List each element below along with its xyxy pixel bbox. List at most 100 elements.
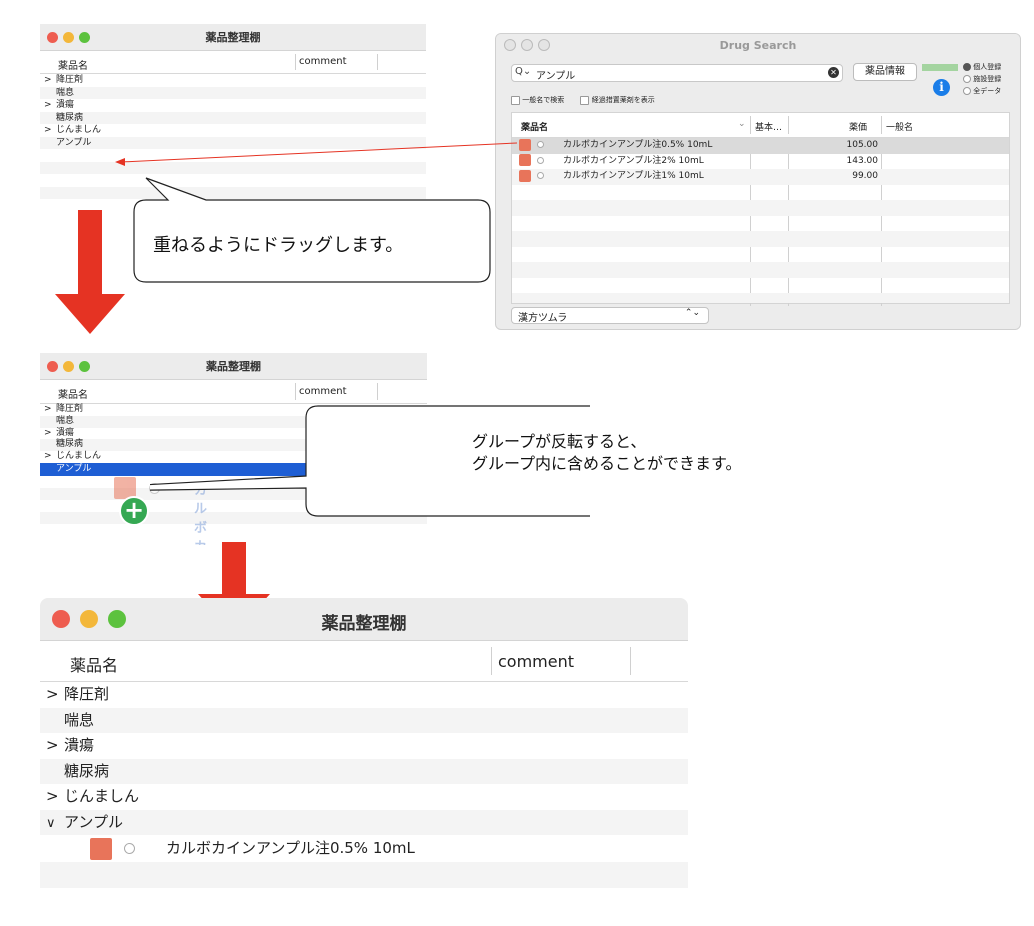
radio-facility[interactable]: 施設登録 — [963, 73, 1001, 85]
table-row[interactable]: カルボカインアンプル注0.5% 10mL 105.00 — [512, 138, 1009, 154]
title-bar: 薬品整理棚 — [40, 353, 427, 380]
window-title: 薬品整理棚 — [206, 360, 261, 373]
column-header-comment[interactable]: comment — [299, 56, 347, 67]
title-bar: 薬品整理棚 — [40, 24, 426, 51]
column-header-name[interactable]: 薬品名 — [521, 123, 549, 133]
drug-search-window: Drug Search Q⌄ アンプル ✕ 薬品情報 i 個人登録 施設登録 全… — [495, 33, 1021, 330]
window-title: Drug Search — [719, 39, 797, 52]
column-header-price[interactable]: 薬価 — [849, 123, 868, 133]
table-header: 薬品名 comment — [40, 51, 426, 74]
window-title: 薬品整理棚 — [205, 31, 261, 44]
checkbox-transitional[interactable]: 経過措置薬剤を表示 — [580, 95, 655, 105]
radio-all-data[interactable]: 全データ — [963, 85, 1001, 97]
drug-square-icon[interactable] — [519, 169, 531, 182]
radio-circle-icon[interactable] — [536, 172, 544, 179]
group-label: じんましん — [56, 451, 102, 462]
chevron-right-icon[interactable]: > — [44, 451, 52, 462]
column-header-comment[interactable]: comment — [299, 386, 347, 397]
chevron-right-icon[interactable]: > — [46, 787, 59, 805]
close-button[interactable] — [52, 610, 70, 628]
drug-info-button[interactable]: 薬品情報 — [853, 63, 917, 81]
group-label: 糖尿病 — [56, 112, 84, 123]
table-row[interactable]: カルボカインアンプル注2% 10mL 143.00 — [512, 154, 1009, 170]
chevron-right-icon[interactable]: > — [46, 685, 59, 703]
group-label: 降圧剤 — [56, 404, 84, 414]
clear-search-icon[interactable]: ✕ — [828, 67, 839, 78]
search-field[interactable]: Q⌄ アンプル ✕ — [511, 64, 843, 82]
list-item[interactable]: 糖尿病 — [40, 758, 688, 784]
column-header-name[interactable]: 薬品名 — [58, 390, 88, 401]
zoom-button[interactable] — [108, 610, 126, 628]
chevron-down-icon[interactable]: ⌄ — [738, 119, 746, 129]
chevron-right-icon[interactable]: > — [44, 100, 52, 110]
table-header: 薬品名 ⌄ 基本… 薬価 一般名 — [512, 113, 1009, 138]
chevron-down-icon[interactable]: ∨ — [46, 815, 56, 831]
chevron-right-icon[interactable]: > — [44, 75, 52, 85]
radio-circle-icon[interactable] — [123, 843, 135, 854]
drug-square-icon[interactable] — [519, 154, 531, 166]
group-label: 喘息 — [56, 415, 75, 426]
close-button[interactable] — [47, 360, 58, 372]
zoom-button[interactable] — [79, 31, 90, 43]
child-list-item[interactable]: カルボカインアンプル注0.5% 10mL — [40, 835, 688, 862]
options-row: 一般名で検索 経過措置薬剤を表示 — [511, 95, 655, 105]
scope-radio-group: 個人登録 施設登録 全データ — [963, 61, 1001, 97]
category-select[interactable]: 漢方ツムラ ⌃⌄ — [511, 307, 709, 324]
column-header-name[interactable]: 薬品名 — [58, 61, 88, 72]
shelf-list: >降圧剤 喘息 >潰瘍 糖尿病 >じんましん ∨アンプル カルボカインアンプル注… — [40, 682, 688, 913]
callout-text-invert: グループが反転すると、 グループ内に含めることができます。 — [472, 431, 741, 475]
drug-square-icon[interactable] — [519, 138, 531, 151]
zoom-button[interactable] — [538, 39, 550, 51]
status-indicator — [922, 64, 958, 71]
drug-price: 105.00 — [846, 140, 879, 150]
list-item[interactable]: > じんましん — [40, 451, 427, 463]
drug-name: カルボカインアンプル注0.5% 10mL — [563, 140, 713, 150]
zoom-button[interactable] — [79, 360, 90, 372]
list-item-expanded[interactable]: ∨アンプル — [40, 809, 688, 835]
chevron-right-icon[interactable]: > — [44, 125, 52, 135]
down-arrow-1 — [55, 210, 125, 334]
list-item[interactable]: >じんましん — [40, 784, 688, 810]
radio-circle-icon[interactable] — [536, 141, 544, 148]
title-bar: Drug Search — [496, 34, 1020, 56]
list-item[interactable]: >降圧剤 — [40, 682, 688, 708]
list-item[interactable]: >潰瘍 — [40, 428, 427, 440]
radio-personal[interactable]: 個人登録 — [963, 61, 1001, 73]
chevron-right-icon[interactable]: > — [44, 427, 52, 438]
close-button[interactable] — [504, 39, 516, 51]
drug-square-icon[interactable] — [90, 837, 112, 860]
minimize-button[interactable] — [63, 31, 74, 43]
list-item[interactable]: >じんましん — [40, 124, 426, 137]
search-input[interactable]: アンプル — [536, 71, 576, 82]
drug-name: カルボカインアンプル注2% 10mL — [563, 155, 704, 166]
list-item[interactable]: 糖尿病 — [40, 111, 426, 124]
close-button[interactable] — [47, 31, 58, 43]
table-row[interactable]: カルボカインアンプル注1% 10mL 99.00 — [512, 169, 1009, 185]
minimize-button[interactable] — [80, 610, 98, 628]
column-header-basic[interactable]: 基本… — [755, 123, 783, 133]
chevron-right-icon[interactable]: > — [46, 736, 59, 754]
list-item[interactable]: >潰瘍 — [40, 99, 426, 112]
list-item[interactable]: 糖尿病 — [40, 439, 427, 452]
list-item[interactable]: 喘息 — [40, 415, 427, 428]
column-header-comment[interactable]: comment — [498, 652, 575, 671]
drug-square-icon — [114, 477, 136, 499]
group-label: 糖尿病 — [64, 761, 110, 780]
table-header: 薬品名 comment — [40, 641, 688, 682]
search-icon[interactable]: Q⌄ — [515, 66, 532, 77]
column-header-generic[interactable]: 一般名 — [886, 123, 914, 133]
info-icon[interactable]: i — [933, 79, 950, 96]
chevron-right-icon[interactable]: > — [44, 404, 52, 414]
list-item[interactable]: 喘息 — [40, 86, 426, 99]
list-item[interactable]: > 降圧剤 — [40, 404, 427, 416]
shelf-window-3: 薬品整理棚 薬品名 comment >降圧剤 喘息 >潰瘍 糖尿病 >じんましん… — [40, 598, 688, 916]
column-header-name[interactable]: 薬品名 — [70, 656, 119, 675]
list-item[interactable]: >潰瘍 — [40, 733, 688, 759]
checkbox-generic-search[interactable]: 一般名で検索 — [511, 95, 564, 105]
list-item[interactable]: 喘息 — [40, 707, 688, 733]
list-item[interactable]: アンプル — [40, 136, 426, 149]
minimize-button[interactable] — [63, 360, 74, 372]
list-item[interactable]: >降圧剤 — [40, 74, 426, 87]
radio-circle-icon[interactable] — [536, 156, 544, 164]
minimize-button[interactable] — [521, 39, 533, 51]
